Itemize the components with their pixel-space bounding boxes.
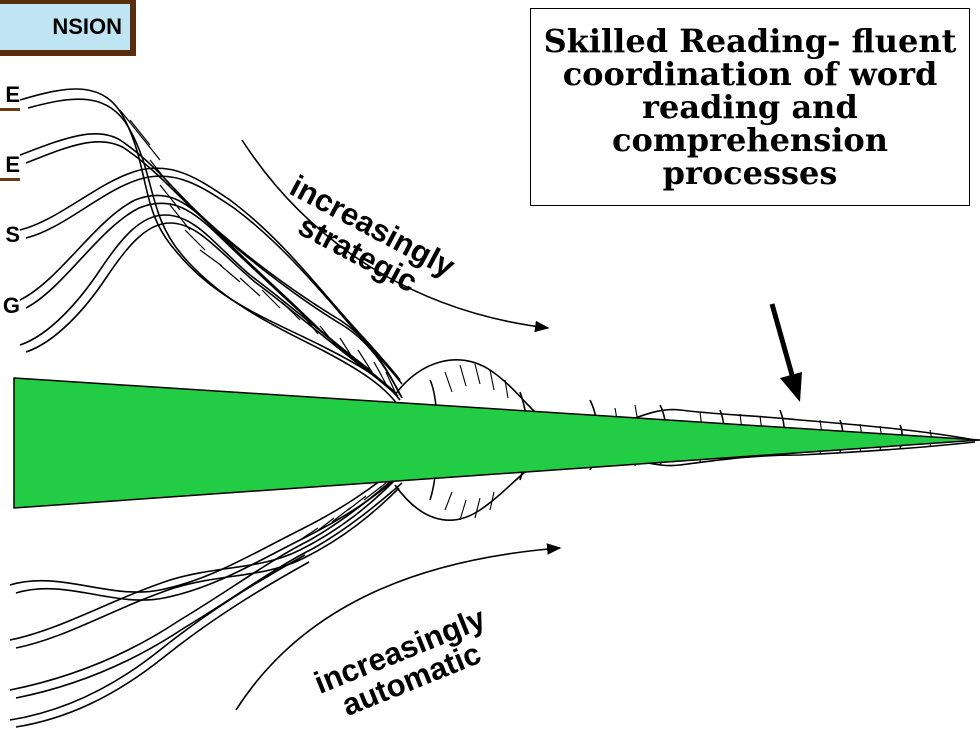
pointer-arrow-head: [780, 372, 802, 402]
skilled-reading-text: Skilled Reading- fluent coordination of …: [531, 25, 969, 190]
left-label-3: S: [0, 222, 20, 248]
comprehension-tag-label: NSION: [52, 14, 122, 40]
comprehension-tag: NSION: [0, 0, 136, 56]
skilled-reading-box: Skilled Reading- fluent coordination of …: [530, 8, 970, 206]
left-label-4: G: [0, 293, 20, 319]
green-wedge: [14, 378, 980, 508]
pointer-arrow-shaft: [772, 304, 792, 375]
left-label-1: E: [0, 82, 20, 111]
left-label-2: E: [0, 152, 20, 181]
comprehension-tag-inner: NSION: [0, 4, 130, 50]
